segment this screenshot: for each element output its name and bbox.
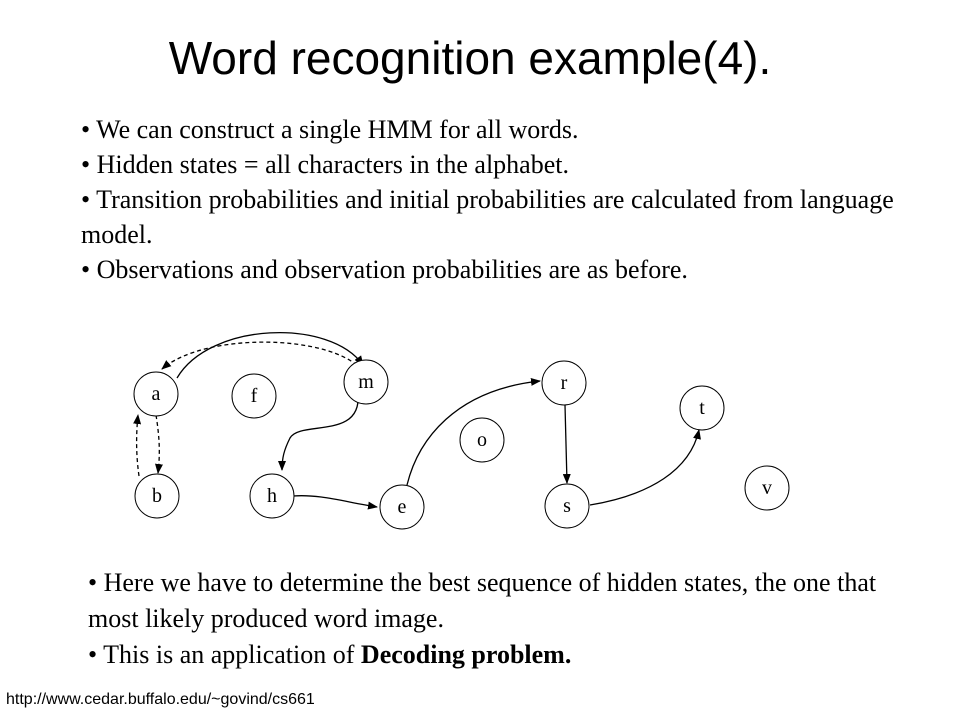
state-label: m <box>358 371 374 393</box>
bullet-list-top: • We can construct a single HMM for all … <box>81 112 911 287</box>
bullet-item: • Observations and observation probabili… <box>81 255 688 284</box>
state-node-e: e <box>379 484 425 530</box>
transition-r-s <box>562 404 571 484</box>
state-node-a: a <box>133 371 179 417</box>
state-label: b <box>152 485 162 507</box>
footer-url: http://www.cedar.buffalo.edu/~govind/cs6… <box>6 691 315 708</box>
bullet-item: • Here we have to determine the best seq… <box>88 568 877 633</box>
bullet-item: • Transition probabilities and initial p… <box>81 185 894 249</box>
state-label: o <box>477 429 487 451</box>
state-label: v <box>762 477 772 499</box>
bullet-bold-text: Decoding problem. <box>360 640 572 669</box>
state-node-f: f <box>231 373 277 419</box>
transition-s-t <box>589 429 701 506</box>
state-label: s <box>563 495 571 517</box>
transition-b-a <box>133 414 142 477</box>
bullet-list-bottom: • Here we have to determine the best seq… <box>88 565 918 673</box>
state-node-r: r <box>541 360 587 406</box>
bullet-text: • This is an application of <box>88 640 361 669</box>
transition-e-r <box>406 377 541 486</box>
transition-a-m <box>176 332 364 379</box>
bullet-item: • Hidden states = all characters in the … <box>81 150 569 179</box>
state-label: e <box>398 496 407 518</box>
state-label: h <box>267 485 277 507</box>
state-node-o: o <box>459 417 505 463</box>
bullet-item: • This is an application of Decoding pro… <box>88 637 918 673</box>
state-node-h: h <box>249 473 295 519</box>
transition-a-b <box>155 414 163 474</box>
state-label: f <box>251 385 258 407</box>
transition-m-a <box>161 341 363 371</box>
state-node-s: s <box>544 483 590 529</box>
state-node-m: m <box>343 359 389 405</box>
transition-m-h <box>278 393 359 471</box>
slide-title: Word recognition example(4). <box>168 32 772 84</box>
state-node-b: b <box>134 473 180 519</box>
state-label: a <box>152 383 161 405</box>
transition-h-e <box>292 495 378 510</box>
state-node-t: t <box>679 385 725 431</box>
state-node-v: v <box>744 465 790 511</box>
state-label: t <box>699 397 705 419</box>
state-label: r <box>561 372 568 394</box>
bullet-item: • We can construct a single HMM for all … <box>81 115 579 144</box>
